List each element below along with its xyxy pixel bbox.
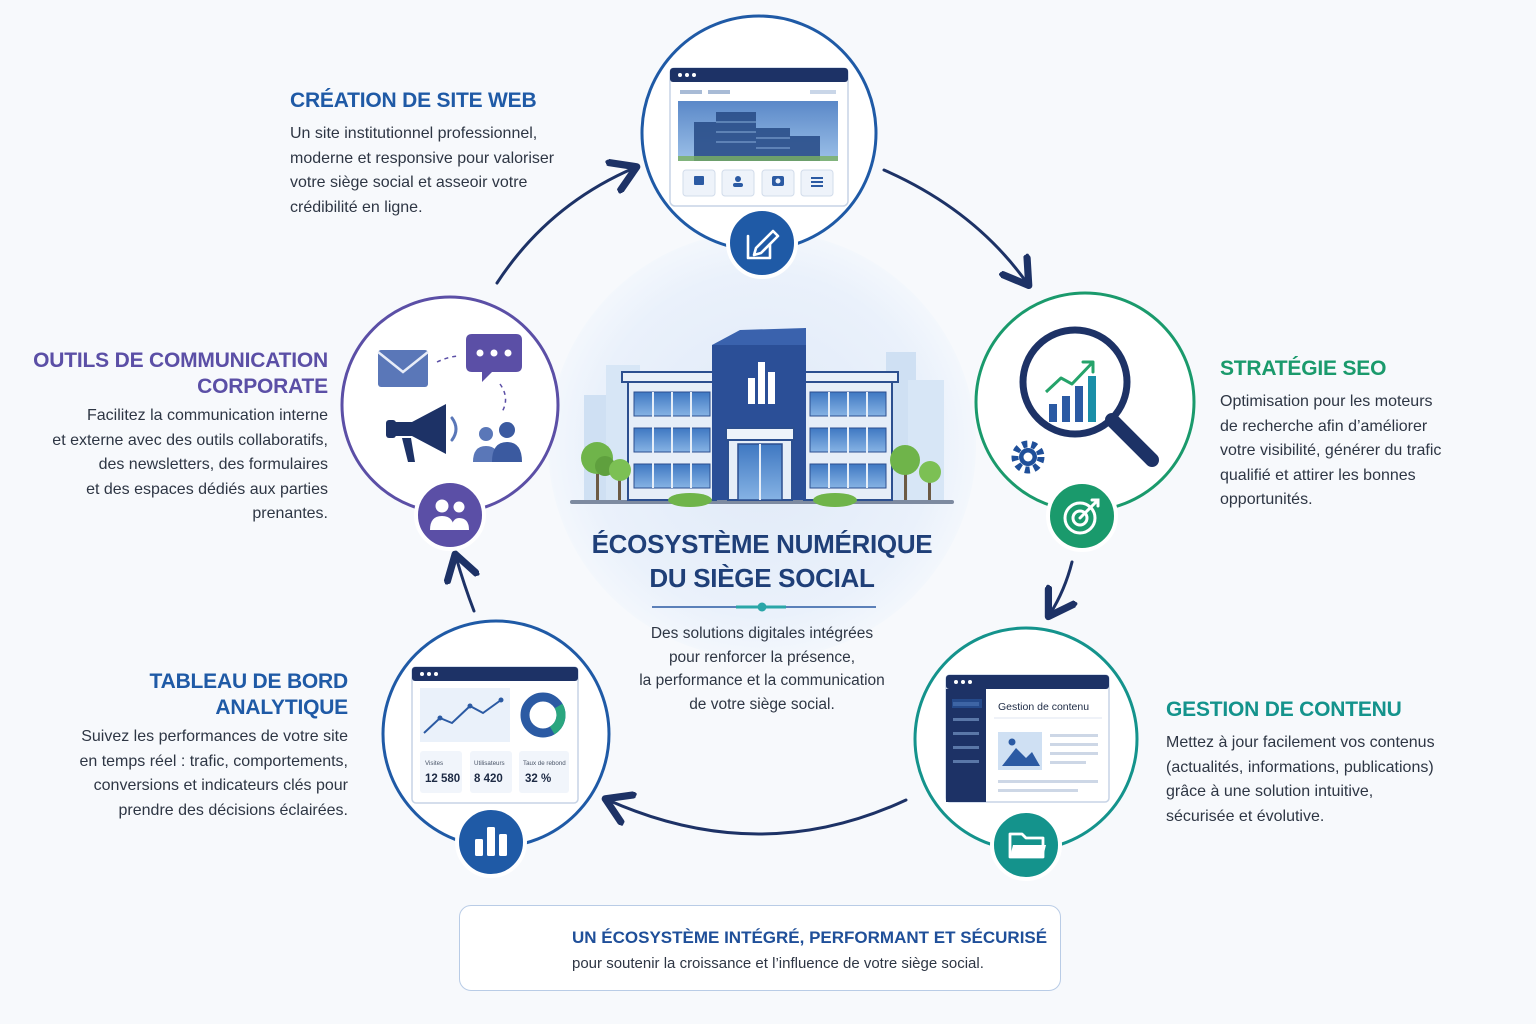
center-desc-line: pour renforcer la présence, — [668, 648, 856, 666]
banner-title: UN ÉCOSYSTÈME INTÉGRÉ, PERFORMANT ET SÉC… — [572, 928, 1048, 947]
edit-icon — [746, 229, 780, 260]
analytics-desc-line: en temps réel : trafic, comportements, — [79, 752, 348, 770]
cms-desc-line: sécurisée et évolutive. — [1166, 807, 1325, 825]
cms-screen-label: Gestion de contenu — [998, 701, 1089, 713]
center-desc-line: la performance et la communication — [639, 672, 885, 689]
web-title: CRÉATION DE SITE WEB — [290, 89, 537, 112]
arrow-cms-to-analytics — [608, 800, 908, 836]
text-block-comm: OUTILS DE COMMUNICATION CORPORATE Facili… — [20, 348, 328, 527]
node-comm — [340, 295, 560, 551]
building-logo — [748, 362, 775, 404]
node-web — [640, 14, 878, 279]
envelope-icon — [377, 350, 429, 387]
arrow-analytics-to-comm — [456, 557, 474, 613]
center-title-line: DU SIÈGE SOCIAL — [649, 563, 875, 593]
analytics-title-line: TABLEAU DE BORD — [149, 670, 349, 693]
comm-desc: Facilitez la communication interne et ex… — [20, 404, 328, 527]
stat-label-visites: Visites — [425, 760, 443, 767]
cms-desc-line: (actualités, informations, publications) — [1166, 758, 1434, 776]
headquarters-illustration — [570, 328, 954, 507]
center-title-line: ÉCOSYSTÈME NUMÉRIQUE — [591, 529, 933, 559]
comm-desc-line: et externe avec des outils collaboratifs… — [52, 431, 328, 449]
text-block-analytics: TABLEAU DE BORD ANALYTIQUE Suivez les pe… — [20, 669, 348, 823]
center-description: Des solutions digitales intégrées pour r… — [600, 622, 924, 716]
cycle-arrows — [456, 168, 1072, 836]
comm-desc-line: et des espaces dédiés aux parties — [86, 480, 328, 498]
seo-desc: Optimisation pour les moteurs de recherc… — [1220, 390, 1520, 513]
cms-desc: Mettez à jour facilement vos contenus (a… — [1166, 731, 1506, 829]
target-icon — [1063, 498, 1100, 535]
summary-banner: UN ÉCOSYSTÈME INTÉGRÉ, PERFORMANT ET SÉC… — [459, 905, 1061, 991]
comm-title: OUTILS DE COMMUNICATION CORPORATE — [20, 348, 328, 400]
comm-title-line: CORPORATE — [197, 375, 328, 398]
stat-value-taux-rebond: 32 % — [525, 773, 551, 785]
banner-subtitle: pour soutenir la croissance et l’influen… — [572, 955, 984, 972]
seo-desc-line: votre visibilité, générer du trafic — [1220, 442, 1442, 459]
center-title: ÉCOSYSTÈME NUMÉRIQUE DU SIÈGE SOCIAL — [560, 527, 964, 595]
center-divider — [652, 602, 876, 612]
stat-label-taux-rebond: Taux de rebond — [523, 760, 566, 767]
web-desc: Un site institutionnel professionnel, mo… — [290, 122, 610, 220]
node-seo — [974, 291, 1196, 552]
web-desc-line: crédibilité en ligne. — [290, 198, 423, 216]
comm-title-line: OUTILS DE COMMUNICATION — [33, 349, 328, 372]
cms-desc-line: grâce à une solution intuitive, — [1166, 783, 1374, 800]
seo-desc-line: opportunités. — [1220, 491, 1313, 508]
analytics-title-line: ANALYTIQUE — [215, 696, 348, 719]
web-desc-line: Un site institutionnel professionnel, — [290, 125, 538, 142]
comm-desc-line: prenantes. — [252, 505, 328, 522]
text-block-cms: GESTION DE CONTENU Mettez à jour facilem… — [1166, 697, 1506, 829]
analytics-desc-line: conversions et indicateurs clés pour — [93, 777, 348, 794]
analytics-desc-line: Suivez les performances de votre site — [81, 728, 348, 745]
stat-value-visites: 12 580 — [425, 773, 460, 785]
comm-desc-line: Facilitez la communication interne — [87, 407, 328, 424]
gear-icon — [1011, 440, 1045, 474]
seo-title: STRATÉGIE SEO — [1220, 357, 1387, 380]
seo-desc-line: de recherche afin d’améliorer — [1220, 417, 1428, 435]
arrow-seo-to-cms — [1050, 560, 1072, 614]
seo-desc-line: qualifié et attirer les bonnes — [1220, 466, 1416, 484]
people-icon — [473, 422, 522, 462]
text-block-web: CRÉATION DE SITE WEB Un site institution… — [290, 88, 610, 220]
node-cms: Gestion de contenu — [913, 626, 1139, 881]
cms-title: GESTION DE CONTENU — [1166, 698, 1402, 721]
bar-chart-icon — [475, 827, 507, 856]
seo-desc-line: Optimisation pour les moteurs — [1220, 393, 1433, 410]
users-icon — [430, 499, 469, 530]
text-block-seo: STRATÉGIE SEO Optimisation pour les mote… — [1220, 356, 1520, 513]
center-desc-line: Des solutions digitales intégrées — [650, 625, 874, 642]
web-desc-line: moderne et responsive pour valoriser — [290, 149, 555, 167]
analytics-title: TABLEAU DE BORD ANALYTIQUE — [20, 669, 349, 721]
stat-value-utilisateurs: 8 420 — [474, 773, 503, 785]
center-desc-line: de votre siège social. — [689, 695, 835, 713]
stat-label-utilisateurs: Utilisateurs — [474, 760, 505, 767]
analytics-desc-line: prendre des décisions éclairées. — [118, 801, 348, 819]
comm-desc-line: des newsletters, des formulaires — [98, 456, 328, 473]
folder-icon — [1008, 832, 1046, 859]
megaphone-icon — [386, 404, 458, 462]
analytics-desc: Suivez les performances de votre site en… — [20, 725, 348, 823]
arrow-web-to-seo — [882, 168, 1027, 283]
web-desc-line: votre siège social et asseoir votre — [290, 174, 528, 191]
chat-bubble-icon — [466, 334, 522, 382]
arrow-comm-to-web — [495, 168, 634, 285]
cms-desc-line: Mettez à jour facilement vos contenus — [1166, 734, 1435, 751]
node-analytics: Visites 12 580 Utilisateurs 8 420 Taux d… — [381, 619, 611, 878]
trees — [581, 442, 941, 500]
